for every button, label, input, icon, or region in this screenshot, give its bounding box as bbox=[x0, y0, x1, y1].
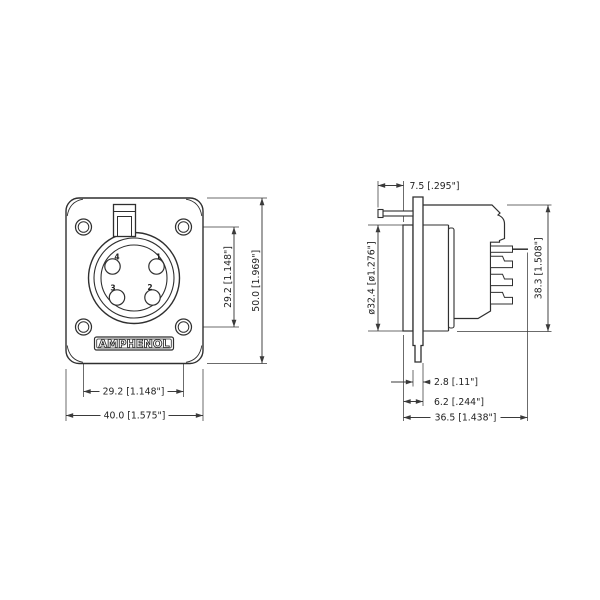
pin-3-label: 3 bbox=[110, 284, 115, 293]
mounting-hole-inner bbox=[77, 321, 90, 333]
svg-text:29.2 [1.148"]: 29.2 [1.148"] bbox=[103, 387, 165, 398]
svg-text:38.3 [1.508"]: 38.3 [1.508"] bbox=[534, 237, 545, 299]
pin-4-hole bbox=[104, 258, 121, 275]
barrel-step bbox=[447, 227, 455, 329]
side-view: 7.5 [.295"] ø32.4 [ø1.276"] 38.3 [1.508"… bbox=[366, 181, 552, 424]
dim-width: 40.0 [1.575"] bbox=[100, 410, 169, 422]
mounting-hole bbox=[174, 318, 193, 336]
dim-latch-protrusion: 7.5 [.295"] bbox=[410, 181, 460, 192]
latch bbox=[112, 203, 137, 238]
pin-1-label: 1 bbox=[156, 253, 161, 262]
mounting-hole-inner bbox=[177, 221, 190, 233]
dim-flange-thickness: 2.8 [.11"] bbox=[434, 377, 478, 388]
dim-hole-spacing-v: 29.2 [1.148"] bbox=[222, 244, 234, 310]
pin-1-hole bbox=[148, 258, 165, 275]
svg-text:29.2 [1.148"]: 29.2 [1.148"] bbox=[223, 246, 234, 308]
amphenol-badge: AMPHENOL bbox=[93, 336, 175, 351]
terminal-2 bbox=[490, 255, 513, 269]
terminal-4 bbox=[490, 291, 513, 305]
flange-corner-relief-arcs bbox=[66, 198, 203, 363]
barrel-body bbox=[423, 224, 455, 332]
mounting-hole bbox=[174, 218, 193, 236]
dim-barrel-diameter: ø32.4 [ø1.276"] bbox=[366, 241, 378, 315]
svg-text:ø32.4 [ø1.276"]: ø32.4 [ø1.276"] bbox=[367, 241, 378, 314]
mounting-holes bbox=[74, 218, 193, 336]
housing-outline bbox=[423, 204, 506, 320]
barrel-front-rim bbox=[402, 224, 414, 332]
terminal-1 bbox=[490, 245, 513, 253]
dim-total-depth: 36.5 [1.438"] bbox=[430, 409, 501, 424]
pin-4-label: 4 bbox=[114, 253, 119, 262]
terminal-3 bbox=[490, 273, 513, 287]
svg-text:40.0 [1.575"]: 40.0 [1.575"] bbox=[104, 411, 166, 422]
mounting-hole-inner bbox=[77, 221, 90, 233]
pin-2-label: 2 bbox=[147, 283, 152, 292]
dim-body-height: 38.3 [1.508"] bbox=[533, 235, 545, 302]
pin-3-hole bbox=[108, 289, 126, 306]
flange-outline bbox=[65, 197, 204, 365]
pin-2-hole bbox=[144, 289, 161, 306]
brand-label: AMPHENOL bbox=[99, 339, 170, 351]
dim-height: 50.0 [1.969"] bbox=[250, 247, 262, 314]
svg-text:36.5 [1.438"]: 36.5 [1.438"] bbox=[435, 413, 497, 424]
front-view: 4 1 3 2 AMPHENOL 29.2 [1.148"] 50.0 [1.9… bbox=[65, 197, 267, 422]
mounting-hole bbox=[74, 218, 93, 236]
flange-plate-side bbox=[412, 196, 424, 363]
mounting-hole-inner bbox=[177, 321, 190, 333]
contact-pins: 4 1 3 2 bbox=[104, 253, 165, 306]
latch-tab-side bbox=[377, 208, 414, 219]
solder-terminals bbox=[490, 245, 528, 305]
svg-text:50.0 [1.969"]: 50.0 [1.969"] bbox=[251, 250, 262, 312]
dim-hole-spacing-h: 29.2 [1.148"] bbox=[99, 386, 168, 398]
mounting-hole bbox=[74, 318, 93, 336]
dim-front-depth: 6.2 [.244"] bbox=[434, 397, 484, 408]
